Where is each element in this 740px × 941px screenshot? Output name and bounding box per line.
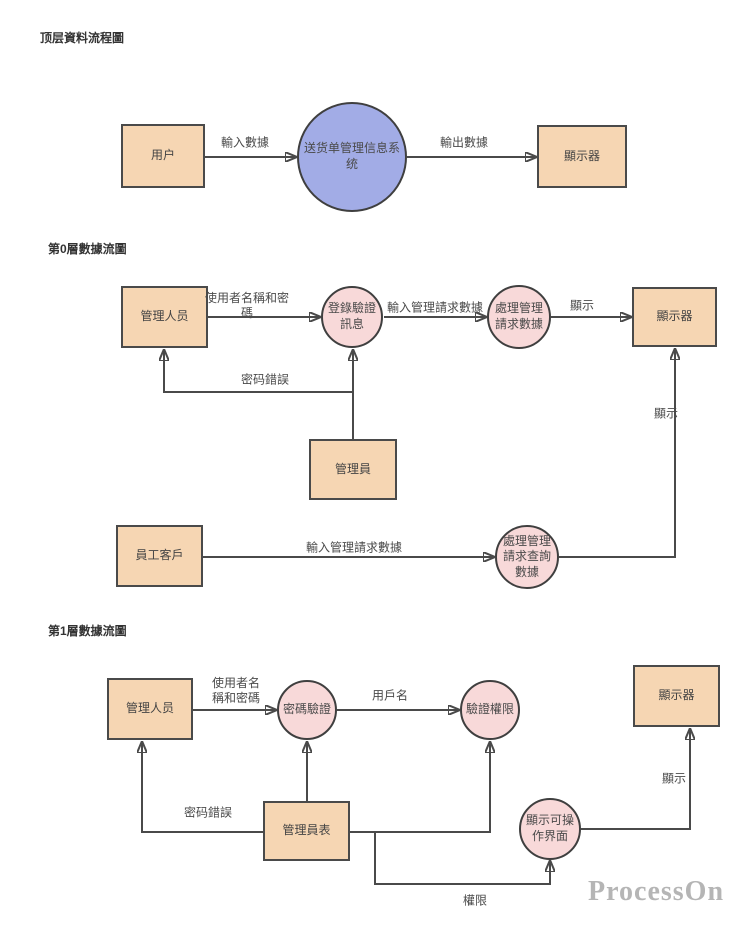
flow-label-output-data: 輸出數據 [439, 135, 489, 150]
flow-label-input-request-query: 輸入管理請求數據 [305, 540, 403, 555]
process-handle-request: 處理管理 請求數據 [487, 285, 551, 349]
process-login-verify: 登錄驗證 訊息 [321, 286, 383, 348]
entity-display-top: 顯示器 [537, 125, 627, 188]
flow-admintable-to-verifyperm [350, 743, 490, 833]
flow-label-show-0: 顯示 [569, 298, 595, 313]
flow-admintable-to-adminstaff1 [142, 743, 263, 833]
flow-label-input-data: 輸入數據 [220, 135, 270, 150]
entity-admin-table: 管理員表 [263, 801, 350, 861]
flow-passworderror-to-adminstaff [164, 351, 353, 393]
flow-label-input-request: 輸入管理請求數據 [386, 300, 484, 315]
flow-handlequery-to-display [559, 350, 675, 558]
entity-display-1: 顯示器 [633, 665, 720, 727]
entity-user: 用户 [121, 124, 205, 188]
flow-label-password-error-0: 密码錯誤 [240, 372, 290, 387]
section-title-top-level: 顶层資料流程圖 [40, 31, 125, 45]
entity-display-0: 顯示器 [632, 287, 717, 347]
flow-label-show-1: 顯示 [661, 771, 687, 786]
entity-admin: 管理員 [309, 439, 397, 500]
process-show-ui: 顯示可操 作界面 [519, 798, 581, 860]
process-password-verify: 密碼驗證 [277, 680, 337, 740]
flow-label-credentials-1: 使用者名 稱和密碼 [211, 676, 261, 705]
entity-admin-staff-1: 管理人员 [107, 678, 193, 740]
processon-watermark: ProcessOn [588, 876, 725, 907]
section-title-level0: 第0層數據流圖 [48, 242, 127, 256]
flow-label-permission: 權限 [462, 893, 488, 908]
process-verify-permission: 驗證權限 [460, 680, 520, 740]
flow-label-show-query: 顯示 [653, 406, 679, 421]
entity-admin-staff-0: 管理人员 [121, 286, 208, 348]
flow-label-username: 用戶名 [371, 688, 409, 703]
process-delivery-system: 送货单管理信息系 统 [297, 102, 407, 212]
entity-employee-customer: 員工客戶 [116, 525, 203, 587]
section-title-level1: 第1層數據流圖 [48, 624, 127, 638]
flow-permission-to-showui [374, 832, 550, 885]
process-handle-query: 處理管理 請求查詢 數據 [495, 525, 559, 589]
flow-showui-to-display1 [581, 730, 690, 830]
flow-label-credentials-0: 使用者名稱和密 碼 [204, 291, 290, 320]
flow-label-password-error-1: 密码錯誤 [183, 805, 233, 820]
